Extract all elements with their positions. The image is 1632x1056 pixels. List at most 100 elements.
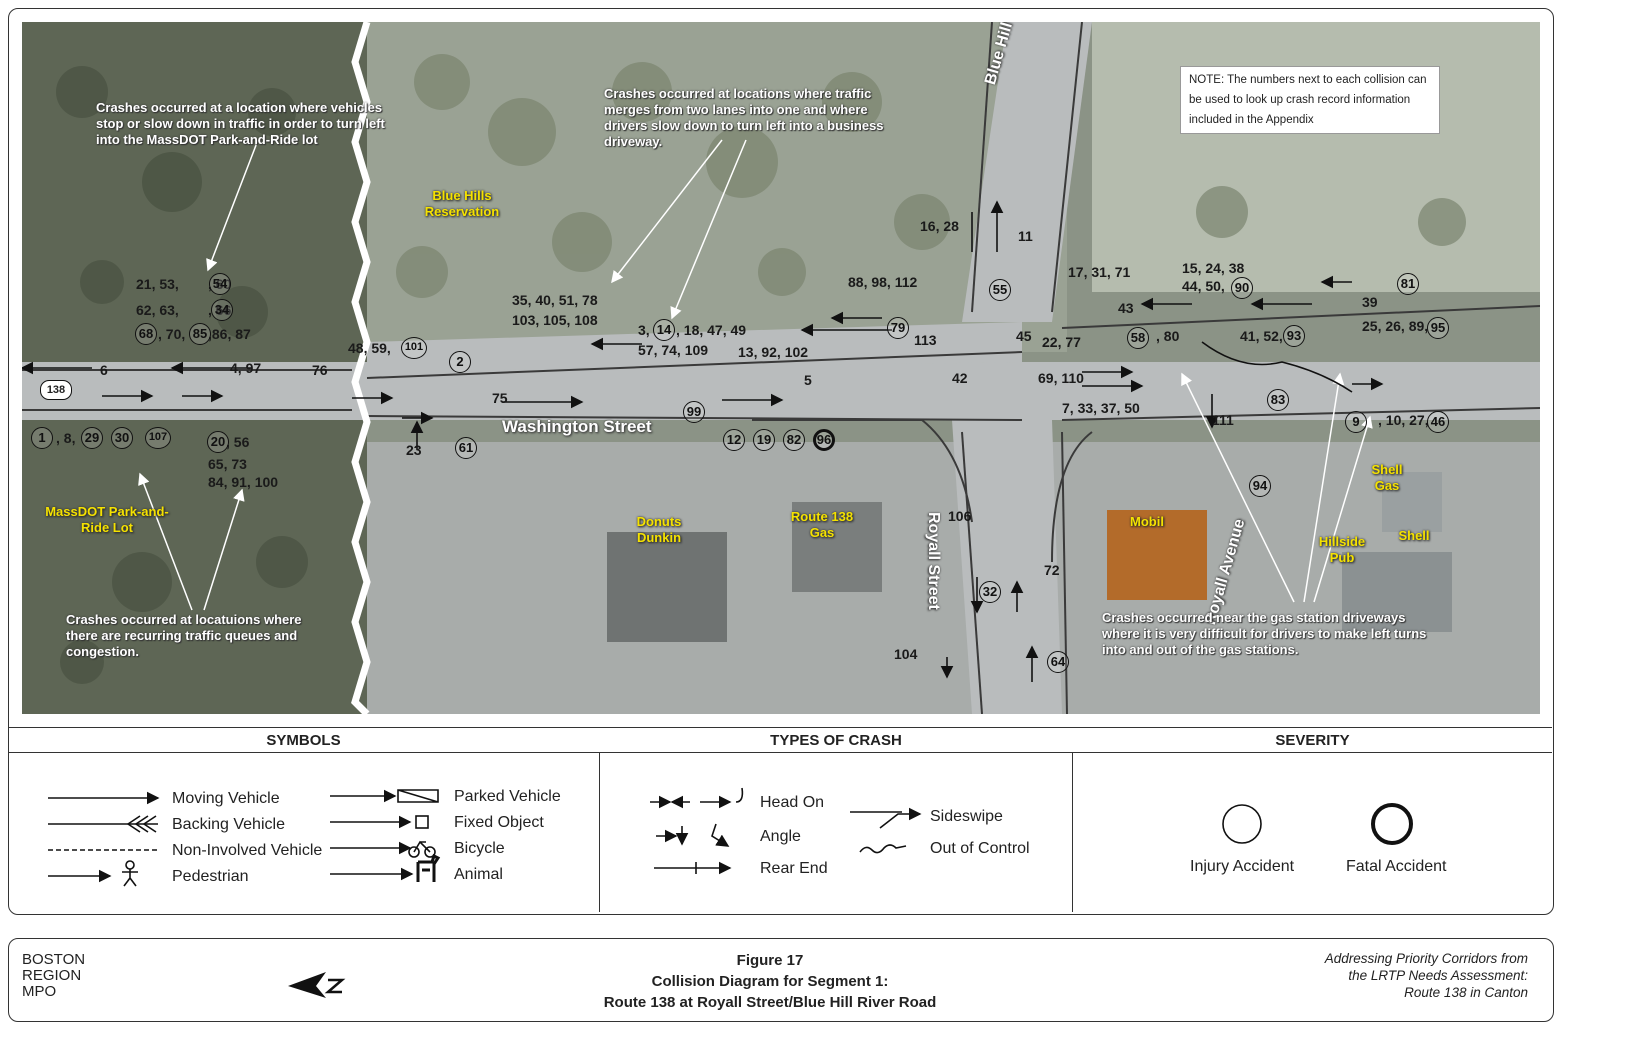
crash-label: 15, 24, 38 [1182,260,1245,276]
crash-label: 104 [894,646,918,662]
note-box: NOTE: The numbers next to each collision… [1180,66,1440,134]
shell-canopy [1382,472,1442,532]
crash-label: 25, 26, 89, [1362,318,1429,334]
legend-header-divider [8,752,1552,753]
royall-street-label: Royall Street [925,512,942,610]
crash-label: 22, 77 [1042,334,1081,350]
callout-queues: Crashes occurred at locatuions where the… [66,612,302,659]
crash-label: 11 [1018,228,1033,244]
crash-label: 6 [100,362,108,378]
injury-crash-marker: 55 [989,279,1011,301]
crash-label: 62, 63, [136,302,179,318]
crash-label: 48, 59, [348,340,391,356]
legend-out-of-control-label: Out of Control [930,840,1030,857]
crash-label: 13, 92, 102 [738,344,809,360]
injury-crash-marker: 61 [455,437,477,459]
washington-street-label: Washington Street [502,417,652,436]
legend-noninvolved-label: Non-Involved Vehicle [172,842,323,859]
mobil-canopy [1107,510,1207,600]
park-ride-label: MassDOT Park-and-Ride Lot [45,504,169,535]
legend-injury-label: Injury Accident [1190,858,1295,875]
injury-crash-marker: 12 [723,429,745,451]
callout-merge: Crashes occurred at locations where traf… [604,86,884,149]
severity-heading: SEVERITY [1275,732,1350,749]
hillside-label: Hillside Pub [1318,534,1366,565]
dunkin-building [607,532,727,642]
injury-crash-marker: 2 [449,351,471,373]
crash-label: , 56 [226,434,250,450]
shell-label: Shell [1398,528,1430,543]
org-name: BOSTON REGION MPO [22,951,86,1000]
legend-head-on-label: Head On [760,794,825,811]
sideswipe-icon [850,812,920,829]
crash-label: 45 [1016,328,1032,344]
crash-label: , 18, 47, 49 [676,322,747,338]
injury-crash-marker: 81 [1397,273,1419,295]
legend-rear-end-label: Rear End [760,860,828,877]
dunkin-label: Donuts Dunkin [636,514,682,545]
crash-label: 76 [312,362,328,378]
out-of-control-icon [859,844,907,854]
callout-gas: Crashes occurred near the gas station dr… [1102,610,1427,657]
crash-label: 41, 52, [1240,328,1283,344]
crash-label: 57, 74, 109 [638,342,709,358]
crash-label: , 8, [56,430,76,446]
crash-label: 44, 50, [1182,278,1225,294]
crash-label: 7, 33, 37, 50 [1062,400,1140,416]
shell-gas-label: Shell Gas [1371,462,1403,493]
injury-crash-marker: 32 [979,581,1001,603]
map-drawing [22,22,1540,714]
legend-sideswipe-label: Sideswipe [930,808,1003,825]
injury-crash-marker: 83 [1267,389,1289,411]
injury-crash-marker: 99 [683,401,705,423]
royall-street-road [952,420,1062,714]
report-title: Addressing Priority Corridors from the L… [1324,951,1528,1000]
crash-label: 21, 53, [136,276,179,292]
footer-frame [8,938,1554,1022]
injury-crash-marker: 95 [1427,317,1449,339]
crash-label: 39 [1362,294,1378,310]
injury-crash-marker: 1 [31,427,53,449]
injury-crash-marker: 14 [653,319,675,341]
crash-label: 35, 40, 51, 78 [512,292,598,308]
north-arrow-icon [288,972,346,998]
injury-crash-marker: 29 [81,427,103,449]
crash-label: , 10, 27, [1378,412,1429,428]
injury-crash-marker: 68 [135,323,157,345]
injury-crash-marker: 58 [1127,327,1149,349]
injury-crash-marker: 82 [783,429,805,451]
legend-pedestrian-label: Pedestrian [172,868,249,885]
injury-crash-marker: 94 [1249,475,1271,497]
crash-label: 16, 28 [920,218,959,234]
blue-hills-label: Blue Hills Reservation [424,188,500,219]
legend-fatal-label: Fatal Accident [1346,858,1447,875]
crash-label: 84, 91, 100 [208,474,279,490]
injury-crash-marker: 79 [887,317,909,339]
legend-parked-label: Parked Vehicle [454,788,561,805]
route138-gas-building [792,502,882,592]
injury-circle-icon [1222,804,1262,844]
legend-separator [599,752,600,912]
legend-divider [8,727,1552,728]
mobil-label: Mobil [1130,514,1164,529]
crash-label: 43 [1118,300,1134,316]
crash-label: ,86, 87 [208,326,251,342]
legend-moving-label: Moving Vehicle [172,790,280,807]
injury-crash-marker: 19 [753,429,775,451]
injury-crash-marker: 64 [1047,651,1069,673]
callout-park-ride: Crashes occurred at a location where veh… [96,100,385,147]
route138-gas-label: Route 138 Gas [790,509,854,540]
legend-backing-label: Backing Vehicle [172,816,285,833]
crash-label: 113 [914,332,937,348]
injury-crash-marker: 85 [189,323,211,345]
figure-title: Figure 17 Collision Diagram for Segment … [603,952,937,1011]
route-138-shield: 138 [40,380,72,400]
crash-label: 103, 105, 108 [512,312,598,328]
injury-crash-marker: 30 [111,427,133,449]
injury-crash-marker: 101 [401,337,427,359]
aerial-map: NOTE: The numbers next to each collision… [22,22,1540,714]
injury-crash-marker: 46 [1427,411,1449,433]
crash-label: 42 [952,370,968,386]
crash-label: 65, 73 [208,456,247,472]
crash-label: 23 [406,442,422,458]
